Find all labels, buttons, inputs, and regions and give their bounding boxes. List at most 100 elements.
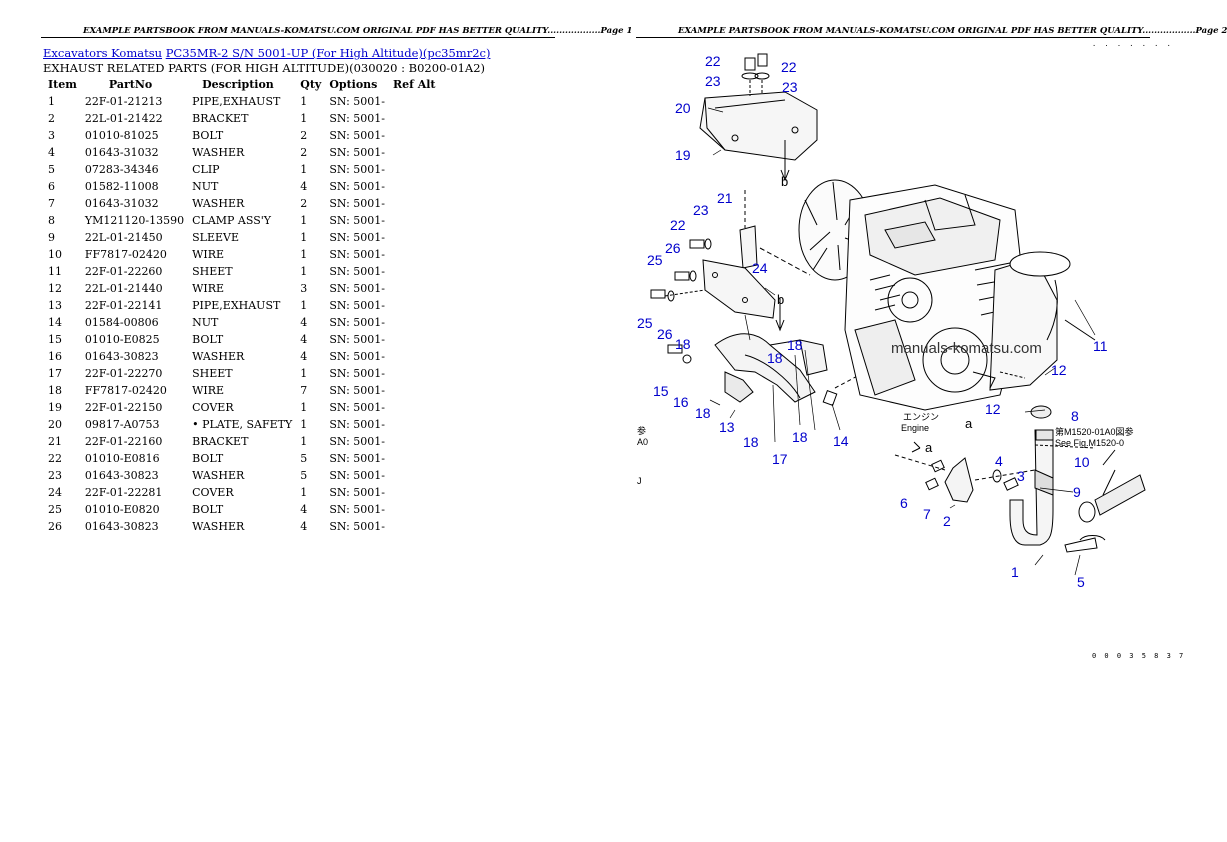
cell-partno: 01643-30823 — [84, 350, 159, 363]
cell-ref-alt — [389, 365, 440, 382]
callout-18: 18 — [792, 429, 808, 445]
cell-ref-alt — [389, 93, 440, 110]
cell-options: SN: 5001- — [329, 469, 385, 482]
cell-ref-alt — [389, 246, 440, 263]
callout-labels: 22 22 23 23 20 19 21 23 22 26 25 24 25 2… — [637, 53, 1108, 590]
cell-partno: 01010-81025 — [84, 129, 159, 142]
cell-item: 12 — [48, 282, 62, 295]
cell-partno: 01643-31032 — [84, 146, 159, 159]
cell-item: 10 — [48, 248, 62, 261]
top-code: . . . . . . . — [1092, 40, 1173, 48]
cell-description: PIPE,EXHAUST — [192, 95, 281, 108]
breadcrumb-link-category[interactable]: Excavators Komatsu — [43, 46, 163, 60]
cell-description: NUT — [192, 180, 219, 193]
cell-qty: 5 — [300, 469, 308, 482]
cell-description: BOLT — [192, 503, 224, 516]
cell-description: BOLT — [192, 129, 224, 142]
cell-item: 26 — [48, 520, 62, 533]
callout-22: 22 — [705, 53, 721, 69]
cell-qty: 4 — [300, 520, 308, 533]
cell-options: SN: 5001- — [329, 231, 385, 244]
callout-14: 14 — [833, 433, 849, 449]
callout-18: 18 — [695, 405, 711, 421]
callout-21: 21 — [717, 190, 733, 206]
callout-9: 9 — [1073, 484, 1081, 500]
cell-ref-alt — [389, 314, 440, 331]
cell-qty: 1 — [300, 418, 308, 431]
cell-ref-alt — [389, 416, 440, 433]
cell-qty: 1 — [300, 112, 308, 125]
breadcrumb-link-model[interactable]: PC35MR-2 S/N 5001-UP (For High Altitude)… — [165, 46, 491, 60]
cell-ref-alt — [389, 110, 440, 127]
callout-18: 18 — [787, 337, 803, 353]
cell-item: 18 — [48, 384, 62, 397]
cut-text-2: A0 — [637, 437, 648, 447]
cell-ref-alt — [389, 348, 440, 365]
cell-options: SN: 5001- — [329, 520, 385, 533]
cell-description: BRACKET — [192, 112, 249, 125]
cell-qty: 3 — [300, 282, 308, 295]
cell-qty: 7 — [300, 384, 308, 397]
diagram-annotations: エンジン Engine 第M1520-01A0図参 See Fig.M1520-… — [637, 412, 1134, 486]
cell-description: PIPE,EXHAUST — [192, 299, 281, 312]
bracket-2-drawing — [894, 441, 1036, 503]
cell-item: 25 — [48, 503, 62, 516]
cell-qty: 5 — [300, 452, 308, 465]
callout-17: 17 — [772, 451, 788, 467]
cell-options: SN: 5001- — [329, 180, 385, 193]
cell-partno: 22F-01-22260 — [84, 265, 163, 278]
cell-description: CLAMP ASS'Y — [192, 214, 272, 227]
cell-item: 7 — [48, 197, 55, 210]
cell-options: SN: 5001- — [329, 333, 385, 346]
cell-qty: 1 — [300, 163, 308, 176]
cell-options: SN: 5001- — [329, 265, 385, 278]
cell-item: 24 — [48, 486, 62, 499]
cell-ref-alt — [389, 144, 440, 161]
tail-pipe-drawing — [1009, 405, 1146, 553]
cell-partno: 01643-30823 — [84, 520, 159, 533]
ref-letter-b: b — [781, 174, 788, 189]
cell-description: WIRE — [192, 282, 225, 295]
callout-1: 1 — [1011, 564, 1019, 580]
cell-qty: 2 — [300, 197, 308, 210]
cell-partno: 01584-00806 — [84, 316, 159, 329]
callout-8: 8 — [1071, 408, 1079, 424]
ref-note-jp: 第M1520-01A0図参 — [1055, 426, 1134, 437]
callout-15: 15 — [653, 383, 669, 399]
col-header-ref-alt: Ref Alt — [393, 77, 436, 91]
cell-qty: 4 — [300, 180, 308, 193]
callout-5: 5 — [1077, 574, 1085, 590]
cell-ref-alt — [389, 178, 440, 195]
drawing-code: 0 0 0 3 5 8 3 7 — [1092, 652, 1186, 660]
cell-item: 19 — [48, 401, 62, 414]
cell-item: 3 — [48, 129, 55, 142]
callout-18: 18 — [675, 336, 691, 352]
cell-options: SN: 5001- — [329, 95, 385, 108]
callout-18: 18 — [767, 350, 783, 366]
cell-description: • PLATE, SAFETY — [192, 418, 293, 431]
cell-item: 21 — [48, 435, 62, 448]
cell-partno: 01010-E0816 — [84, 452, 160, 465]
bracket-drawing — [702, 190, 811, 332]
cell-description: WASHER — [192, 197, 245, 210]
cell-qty: 1 — [300, 299, 308, 312]
cell-options: SN: 5001- — [329, 401, 385, 414]
cell-item: 8 — [48, 214, 55, 227]
cover-plate-drawing — [699, 91, 818, 161]
cell-description: BOLT — [192, 452, 224, 465]
cell-partno: YM121120-13590 — [84, 214, 185, 227]
cell-description: BOLT — [192, 333, 224, 346]
cell-partno: 22F-01-22141 — [84, 299, 163, 312]
cell-options: SN: 5001- — [329, 282, 385, 295]
cell-ref-alt — [389, 399, 440, 416]
